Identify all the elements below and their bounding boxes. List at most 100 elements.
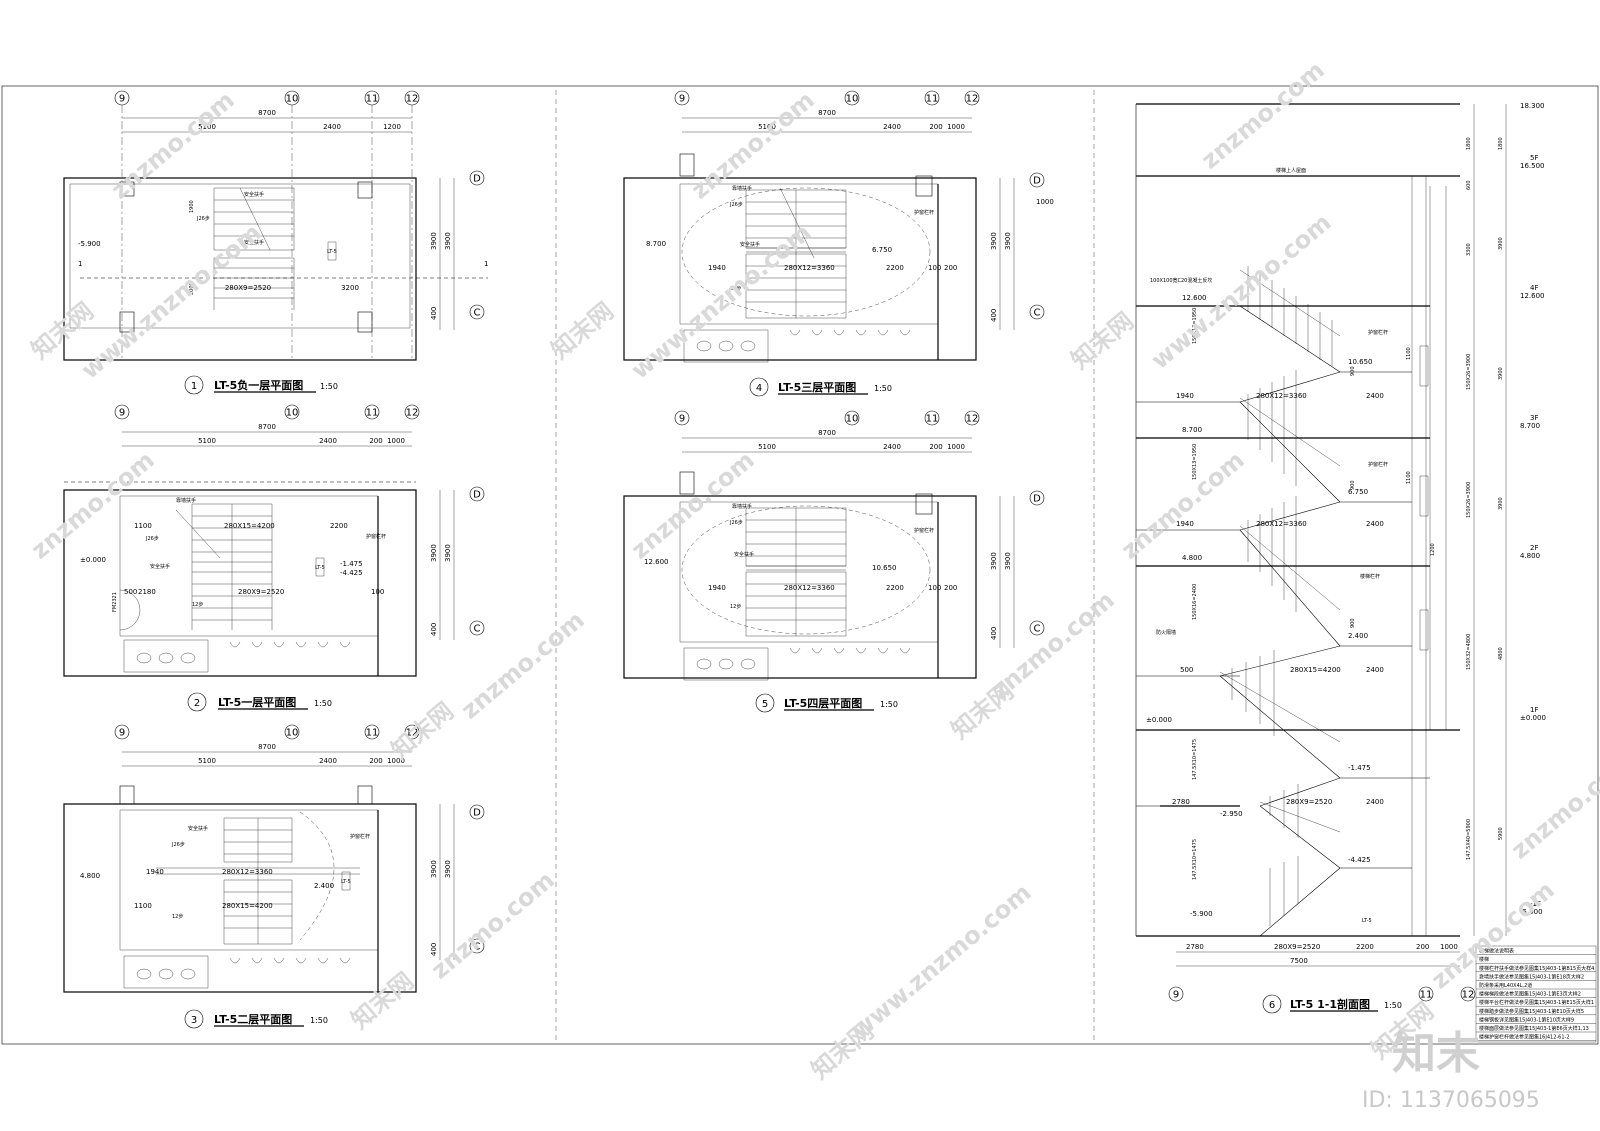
axis-12-f3: 12 — [966, 94, 979, 105]
sec-dim-150x26-a: 150X26=3900 — [1466, 354, 1472, 390]
legend-line: 楼梯平台栏杆做法参见图集15J403-1第E15页大样1 — [1479, 999, 1594, 1006]
sec-bot-2520: 280X9=2520 — [1274, 943, 1320, 951]
sec-dim-1475x40: 147.5X40=5900 — [1466, 819, 1472, 860]
handrail-f2: 安全扶手 — [188, 825, 208, 832]
scale-plan-3: 1:50 — [310, 1016, 328, 1025]
dim-1000-f1: 1000 — [387, 437, 405, 445]
dim-400-f4: 400 — [990, 627, 998, 640]
sec-dim-3300: 3300 — [1466, 243, 1472, 256]
wall-handrail-f1: 靠墙扶手 — [176, 497, 196, 504]
dim-2400-f1: 2400 — [319, 437, 337, 445]
sec-dim-3900-a: 3900 — [1498, 237, 1504, 250]
dim-3900-f1b: 3900 — [430, 544, 438, 562]
handrail-f1: 安全扶手 — [150, 563, 170, 570]
stair-notes-table: 楼梯做法说明表楼梯楼梯栏杆扶手做法参见图集15J403-1第B15页大样4靠墙扶… — [1475, 945, 1597, 1043]
dim-500-f1: 500 — [124, 588, 137, 596]
axis-D-f2: D — [473, 808, 481, 819]
title-num-2: 2 — [194, 698, 200, 709]
sec-dim-2400-d: 2400 — [1366, 798, 1384, 806]
note-curb: 100X100宽C20混凝土反坎 — [1150, 277, 1212, 284]
sec-dim-900-c: 900 — [1350, 618, 1356, 628]
dim-total: 8700 — [258, 109, 276, 117]
dim-5100-f2: 5100 — [198, 757, 216, 765]
level-f2-4800: 4.800 — [80, 872, 100, 880]
legend-line: 楼梯栏杆扶手做法参见图集15J403-1第B15页大样4 — [1479, 965, 1594, 972]
sec-bot-200: 200 — [1416, 943, 1429, 951]
sec-axis-11: 11 — [1420, 990, 1433, 1001]
axis-10: 10 — [286, 94, 299, 105]
dim-3900-f3b: 3900 — [990, 232, 998, 250]
level-f4-10650: 10.650 — [872, 564, 897, 572]
sec-dim-1100-a: 1100 — [1406, 347, 1412, 360]
dim-200-f4: 200 — [929, 443, 942, 451]
scale-plan-2: 1:50 — [314, 699, 332, 708]
sec-dim-150x13-b: 150X13=1950 — [1192, 444, 1198, 480]
axis-12-f1: 12 — [406, 408, 419, 419]
section-mark-1-right: 1 — [484, 260, 488, 268]
sec-dim-147x10-b: 147.5X10=1475 — [1192, 839, 1198, 880]
axis-11: 11 — [366, 94, 379, 105]
dim-1940-f2: 1940 — [146, 868, 164, 876]
run-4200-f1: 280X15=4200 — [224, 522, 275, 530]
floor-1F: 1F — [1530, 706, 1538, 714]
level-f3-6750: 6.750 — [872, 246, 892, 254]
axis-10-f2: 10 — [286, 728, 299, 739]
dim-1000-f3: 1000 — [947, 123, 965, 131]
floor-3F: 3F — [1530, 414, 1538, 422]
title-num-4: 4 — [756, 383, 762, 394]
dim-200-f3: 200 — [929, 123, 942, 131]
dim-1940-f3: 1940 — [708, 264, 726, 272]
dim-total-f1: 8700 — [258, 423, 276, 431]
dim-2400-f4: 2400 — [883, 443, 901, 451]
level-b1: -5.900 — [78, 240, 101, 248]
axis-10-f4: 10 — [846, 414, 859, 425]
asset-id: ID: 1137065095 — [1362, 1088, 1540, 1113]
sec-dim-1000-top: 1000 — [1036, 198, 1054, 206]
steps-f2: J26步 — [171, 842, 185, 848]
sec-dim-3900-c: 3900 — [1498, 497, 1504, 510]
legend-line: 靠墙扶手做法参见图集15J403-1第E18页大样2 — [1479, 973, 1584, 980]
level-0-r: ±0.000 — [1520, 714, 1546, 722]
sec-level-2400: 2.400 — [1348, 632, 1368, 640]
axis-11-f3: 11 — [926, 94, 939, 105]
floor-4F: 4F — [1530, 284, 1538, 292]
dim-1940-f4: 1940 — [708, 584, 726, 592]
axis-9-f1: 9 — [119, 408, 125, 419]
dim-3900-b1a: 3900 — [444, 232, 452, 250]
lt5-tag-3: LT-5 — [341, 879, 351, 885]
axis-9-f2: 9 — [119, 728, 125, 739]
axis-C-b1: C — [474, 308, 481, 319]
plan-basement: 9 10 11 12 8700 5100 2400 1200 LT-5 安全扶 — [63, 90, 488, 395]
wm-brand-2: 知末网 — [386, 697, 459, 765]
dim-400-f3: 400 — [990, 309, 998, 322]
axis-9-f4: 9 — [679, 414, 685, 425]
wm-site-11: znzmo.com — [1506, 746, 1600, 865]
dim-3200-b1: 3200 — [341, 284, 359, 292]
sec-dim-1940-a: 1940 — [1176, 392, 1194, 400]
sec-dim-150x26-b: 150X26=3900 — [1466, 482, 1472, 518]
sec-bot-2200: 2200 — [1356, 943, 1374, 951]
dim-1200: 1200 — [383, 123, 401, 131]
steps12-f4: 12步 — [730, 604, 741, 610]
sec-dim-1940-b: 1940 — [1176, 520, 1194, 528]
floor-m1F: -1F — [1530, 900, 1541, 908]
sec-bot-1000: 1000 — [1440, 943, 1458, 951]
run-3360-f3: 280X12=3360 — [784, 264, 835, 272]
axis-C-f1: C — [474, 624, 481, 635]
run-4200-f2: 280X15=4200 — [222, 902, 273, 910]
legend-line: 楼梯踏步做法参见图集15J403-1第E10页大样5 — [1479, 1008, 1584, 1015]
dim-1100-f2: 1100 — [134, 902, 152, 910]
sec-dim-600: 600 — [1466, 180, 1472, 190]
lt5-tag-2: LT-5 — [315, 565, 325, 571]
sec-bot-7500: 7500 — [1290, 957, 1308, 965]
title-num-1: 1 — [191, 381, 197, 392]
legend-line: 楼梯梯段做法参见图集15J403-1第E3页大样2 — [1479, 991, 1581, 998]
axis-D-f4: D — [1033, 494, 1041, 505]
wm-www-3: www.znzmo.com — [846, 878, 1037, 1044]
sec-dim-150x16: 150X16=2400 — [1192, 584, 1198, 620]
dim-100-f1: 100 — [371, 588, 384, 596]
sec-level-m1475: -1.475 — [1348, 764, 1371, 772]
wall-handrail-f4: 靠墙扶手 — [732, 503, 752, 510]
sec-dim-2400-c: 2400 — [1366, 666, 1384, 674]
axis-C-f3: C — [1034, 308, 1041, 319]
